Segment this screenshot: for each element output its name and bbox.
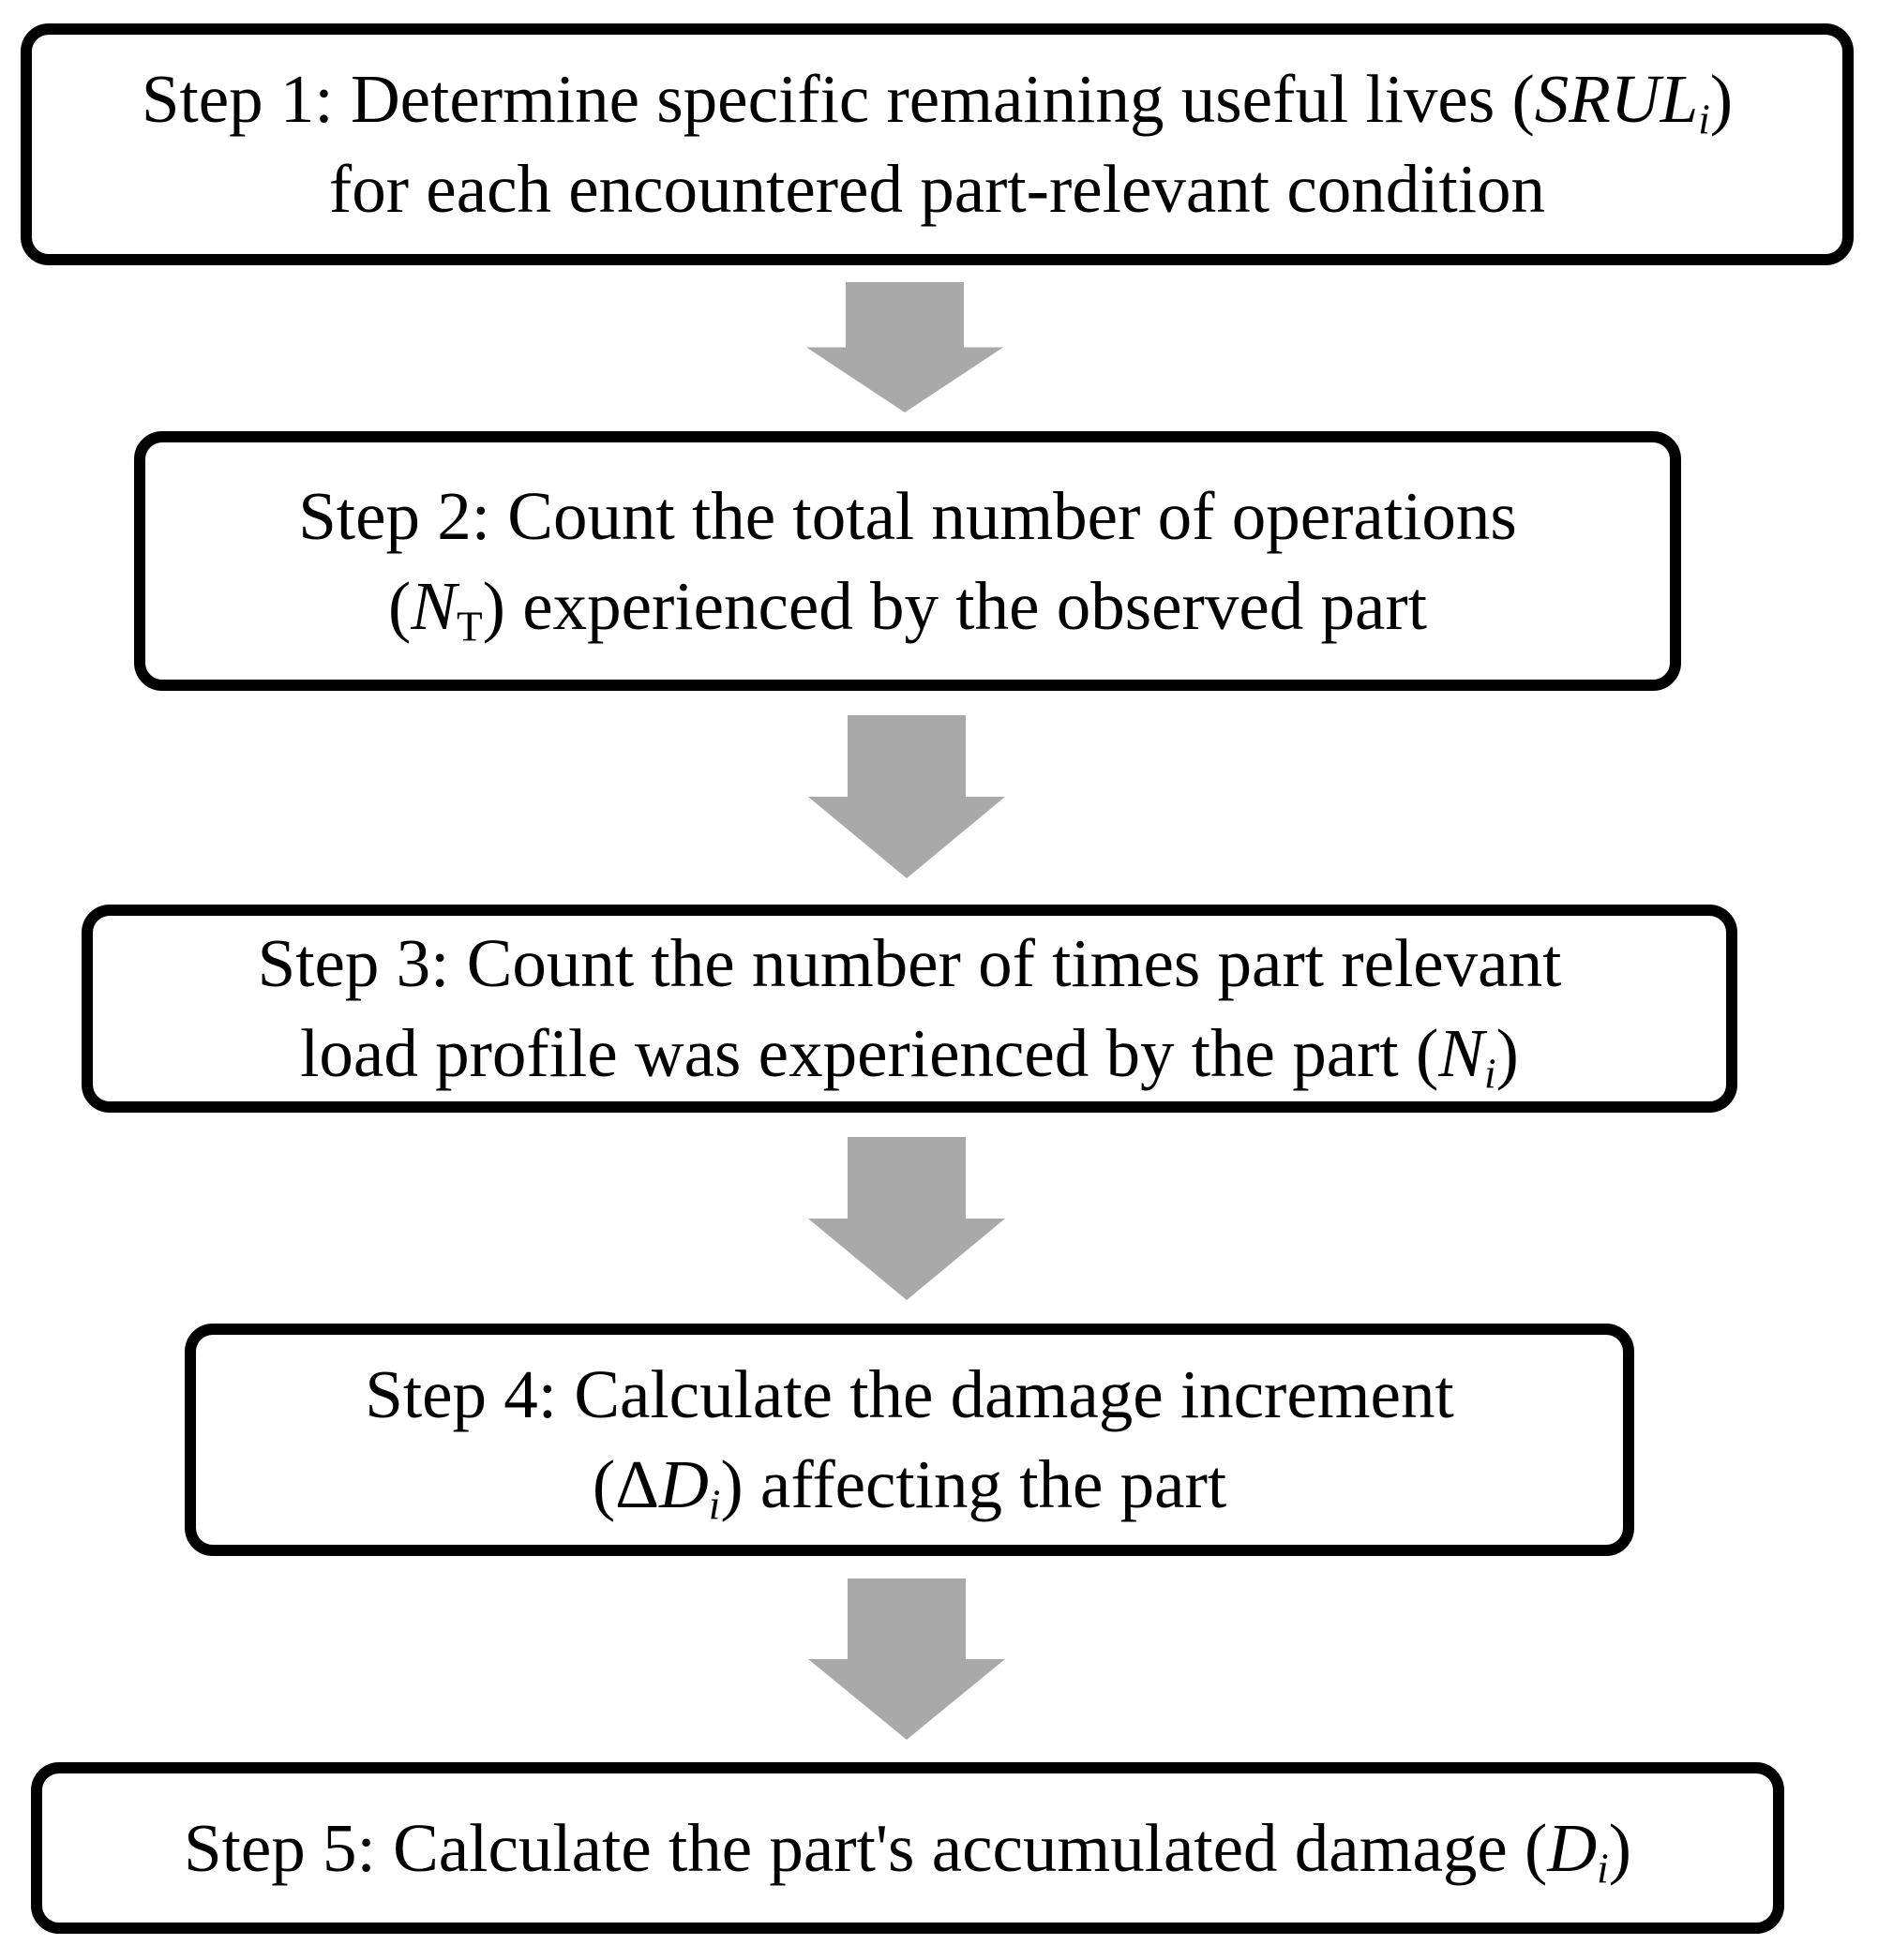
step-1-box: Step 1: Determine specific remaining use… — [21, 23, 1854, 265]
step-2-box: Step 2: Count the total number of operat… — [134, 431, 1681, 691]
down-arrow-2-icon — [808, 715, 1005, 878]
down-arrow-3-shape — [808, 1137, 1005, 1300]
step-text-line: Step 2: Count the total number of operat… — [298, 477, 1517, 554]
step-text-line: for each encountered part-relevant condi… — [328, 151, 1546, 227]
down-arrow-3-icon — [808, 1137, 1005, 1300]
step-4-box: Step 4: Calculate the damage increment (Δ… — [185, 1324, 1634, 1556]
step-text-line: Step 3: Count the number of times part r… — [257, 925, 1562, 1002]
down-arrow-1-shape — [806, 282, 1003, 412]
step-text-line: Step 5: Calculate the part's accumulated… — [184, 1809, 1631, 1893]
down-arrow-1-icon — [806, 282, 1003, 412]
down-arrow-2-shape — [808, 715, 1005, 878]
step-5-box: Step 5: Calculate the part's accumulated… — [31, 1762, 1784, 1934]
step-text-line: (NT) experienced by the observed part — [387, 567, 1427, 651]
step-text-line: Step 1: Determine specific remaining use… — [141, 61, 1734, 144]
step-3-box: Step 3: Count the number of times part r… — [82, 905, 1737, 1113]
step-text-line: (ΔDi) affecting the part — [592, 1446, 1227, 1529]
down-arrow-4-shape — [808, 1578, 1005, 1740]
step-text-line: load profile was experienced by the part… — [300, 1015, 1519, 1098]
step-text-line: Step 4: Calculate the damage increment — [365, 1356, 1454, 1433]
down-arrow-4-icon — [808, 1578, 1005, 1740]
